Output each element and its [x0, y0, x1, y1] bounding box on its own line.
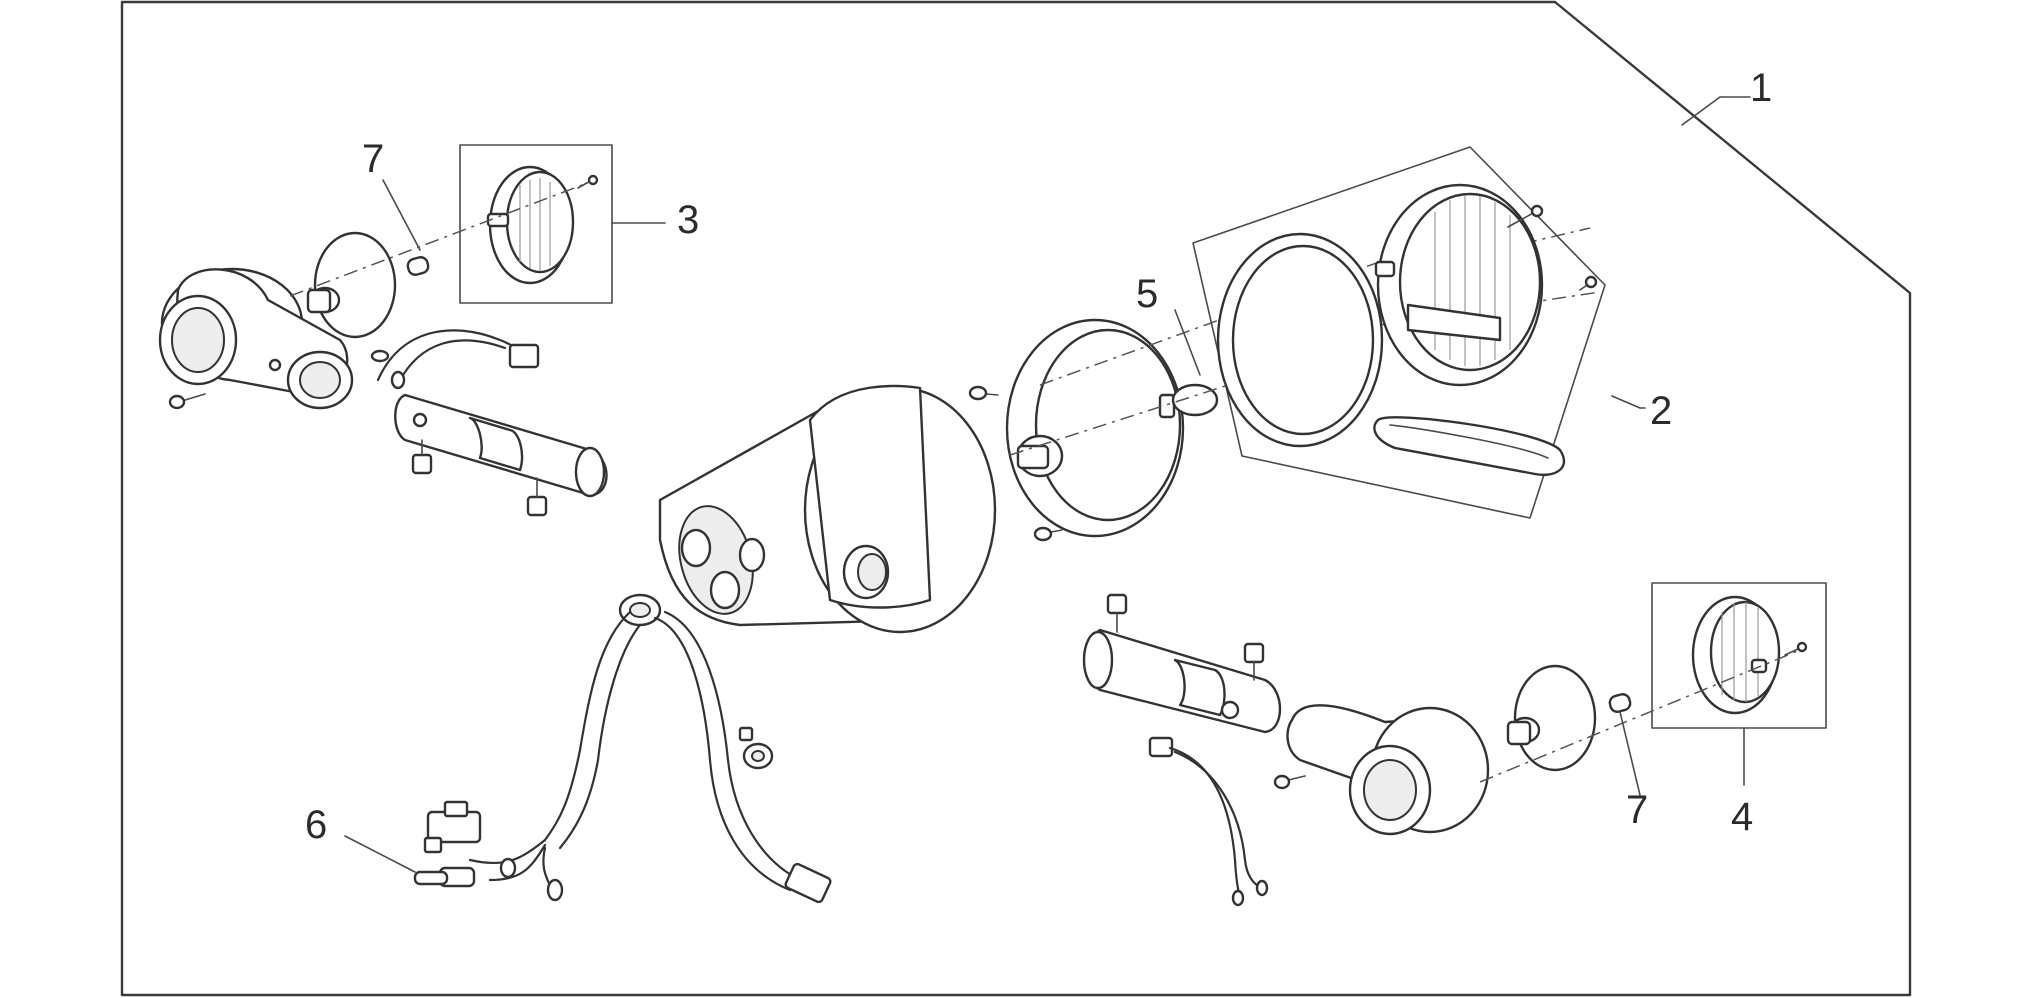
right-bulb	[1608, 693, 1632, 713]
callout-5: 5	[1136, 272, 1158, 316]
callout-7-left: 7	[362, 137, 384, 181]
left-indicator-arm	[394, 393, 608, 517]
leader-lines	[344, 96, 1751, 873]
left-indicator-housing	[158, 267, 354, 410]
right-indicator-arm	[1082, 593, 1282, 734]
right-bulb-holder	[1506, 664, 1597, 772]
callout-1: 1	[1750, 66, 1772, 110]
screw-rim-bottom	[1579, 275, 1598, 291]
right-wire-connector	[1148, 736, 1269, 907]
right-indicator-housing	[1286, 704, 1490, 836]
left-wire-connector	[370, 329, 540, 390]
headlight-rim-group-border	[1192, 146, 1606, 519]
left-bulb	[406, 256, 430, 276]
screw-right-housing	[1273, 774, 1306, 790]
screw-left-housing	[168, 393, 206, 410]
wiring-harness	[413, 593, 832, 904]
screw-upper-center	[968, 385, 999, 401]
callout-4: 4	[1731, 795, 1753, 839]
left-axis-dashes	[289, 181, 591, 297]
callout-3: 3	[677, 198, 699, 242]
callout-6: 6	[305, 803, 327, 847]
callout-7-right: 7	[1626, 788, 1648, 832]
rubber-grommet	[738, 726, 774, 770]
headlight-gasket-ring	[1216, 232, 1384, 448]
assembly-border	[120, 0, 1912, 997]
rim-seal-strip	[1373, 416, 1566, 477]
callout-labels: 1 2 3 4 5 6 7 7	[305, 66, 1772, 847]
screw-lower-center	[1033, 526, 1063, 542]
headlight-lens	[1374, 183, 1544, 387]
screw-rim-top	[1507, 204, 1544, 228]
left-bulb-holder	[306, 231, 397, 339]
callout-2: 2	[1650, 389, 1672, 433]
right-lens-box	[1651, 582, 1827, 729]
left-lens-box	[459, 144, 613, 304]
headlight-shell	[658, 384, 997, 634]
